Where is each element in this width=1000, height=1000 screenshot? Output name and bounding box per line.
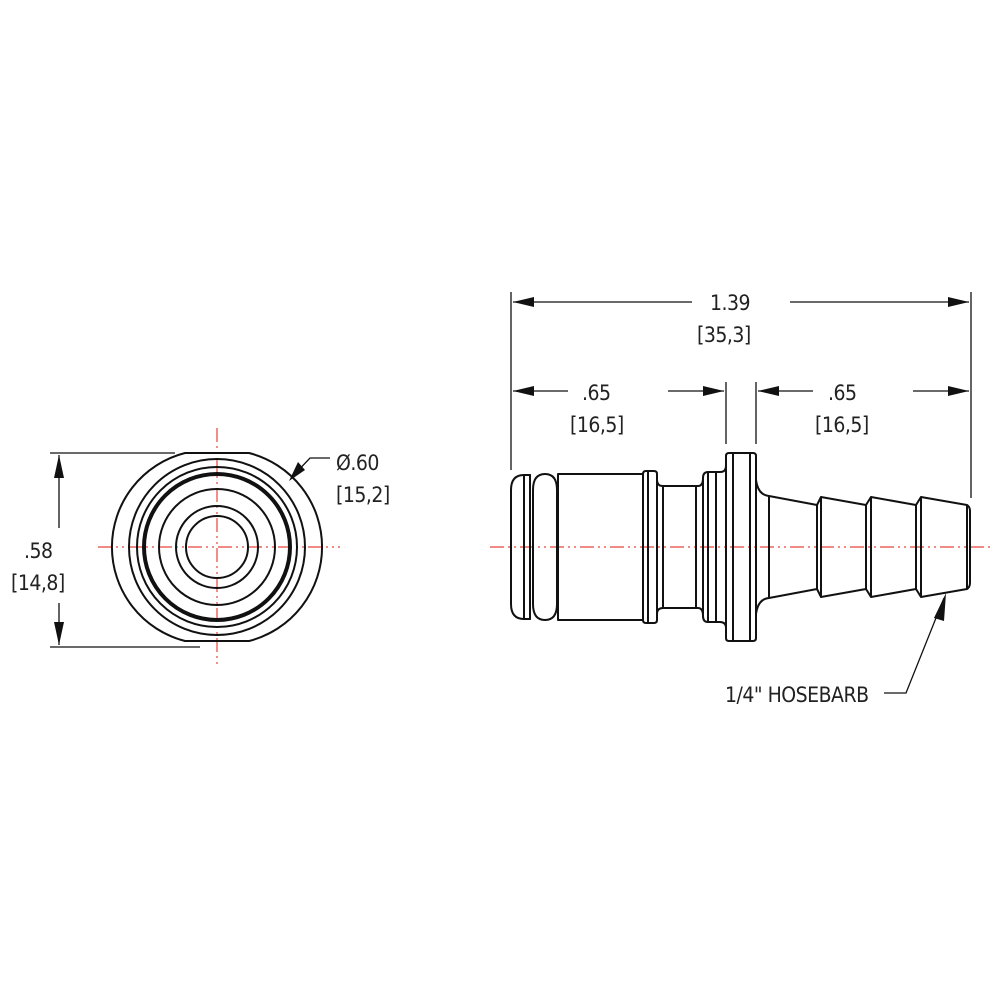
diameter-dim-mm: [15,2] [336, 483, 390, 507]
collar-2 [702, 465, 727, 629]
arrow-left-icon [758, 386, 779, 396]
neck [656, 477, 704, 617]
overall-dim-mm: [35,3] [697, 323, 751, 347]
hosebarb-callout-label: 1/4" HOSEBARB [725, 683, 869, 707]
hosebarb-leader-line [884, 597, 945, 694]
arrow-right-icon [703, 386, 724, 396]
end-view-outer-profile [110, 452, 324, 642]
main-body [557, 473, 644, 621]
arrow-down-icon [54, 622, 64, 645]
flange [725, 452, 757, 642]
end-view: .58 [14,8] Ø.60 [15,2] [11, 428, 390, 668]
diameter-dim-inch: Ø.60 [336, 451, 379, 475]
height-dim-inch: .58 [24, 539, 53, 563]
arrow-right-icon [948, 386, 969, 396]
overall-dim-inch: 1.39 [710, 291, 750, 315]
barb-root [755, 479, 818, 615]
left-dim-mm: [16,5] [570, 413, 624, 437]
arrow-right-icon [948, 297, 969, 307]
end-view-ring-3 [136, 466, 298, 628]
left-dim-inch: .65 [582, 381, 611, 405]
arrow-left-icon [513, 386, 534, 396]
leader-arrow-icon [289, 462, 305, 481]
right-dim-inch: .65 [828, 381, 857, 405]
arrow-up-icon [54, 455, 64, 478]
barb-2 [865, 496, 917, 598]
end-view-ring-5 [158, 488, 276, 606]
arrow-left-icon [513, 297, 534, 307]
end-view-bore [185, 515, 249, 579]
front-ring-1 [510, 474, 531, 620]
leader-arrow-icon [934, 593, 946, 621]
end-view-ring-2 [128, 458, 306, 636]
side-view: 1.39 [35,3] .65 [16,5] .65 [16,5] 1/4" H… [490, 291, 990, 707]
height-dim-mm: [14,8] [11, 571, 65, 595]
barb-1 [816, 496, 867, 598]
barb-3 [915, 496, 971, 598]
front-ring-2 [532, 473, 558, 621]
end-view-ring-6 [175, 505, 259, 589]
right-dim-mm: [16,5] [815, 413, 869, 437]
end-view-oring [142, 472, 292, 622]
collar-1 [642, 470, 658, 624]
